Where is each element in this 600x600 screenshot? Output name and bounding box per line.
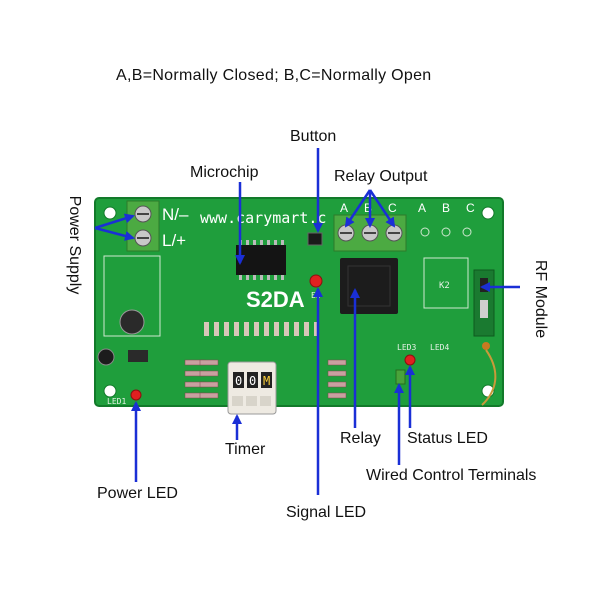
timer-digit-3: M	[263, 374, 270, 388]
terminal-c-label: C	[388, 201, 397, 215]
e2-label: E2	[311, 291, 321, 300]
power-section-outline	[103, 255, 161, 337]
relay-outline	[347, 265, 391, 307]
annotation-arrows	[94, 148, 520, 495]
timer-dip	[227, 361, 277, 415]
signal-led-label: Signal LED	[286, 504, 367, 521]
relay-output-arrow-a	[344, 189, 372, 228]
rf-antenna-wire	[481, 349, 497, 406]
terminal-b-label: B	[364, 201, 372, 215]
relay-output-arrow-c	[368, 189, 396, 228]
k2-abc-a: A	[418, 201, 426, 215]
k2-label: K2	[439, 281, 450, 291]
terminal-a-label: A	[340, 201, 348, 215]
contact-legend: A,B=Normally Closed; B,C=Normally Open	[116, 67, 432, 84]
bridge-component	[128, 350, 148, 362]
power-supply-arrow-n	[94, 213, 135, 230]
wired-control-terminal	[395, 369, 406, 385]
resistor-column-left	[184, 359, 219, 399]
mounting-hole	[103, 384, 117, 398]
power-led-label: Power LED	[97, 485, 178, 502]
resistor-column-right	[327, 359, 347, 399]
power-supply-label: Power Supply	[66, 195, 83, 295]
terminal-l-label: L/+	[162, 231, 186, 250]
board-model: S2DA	[246, 287, 305, 312]
mounting-hole	[481, 206, 495, 220]
status-led	[404, 354, 416, 366]
microchip	[236, 240, 286, 280]
led4-label: LED4	[430, 343, 449, 352]
button-label: Button	[290, 128, 337, 145]
board-website: www.carymart.c	[200, 209, 326, 227]
microchip-label: Microchip	[190, 164, 259, 181]
timer-label: Timer	[225, 441, 266, 458]
led1-label: LED1	[107, 397, 126, 406]
wired-control-terminals-label: Wired Control Terminals	[366, 467, 537, 484]
terminal-n-label: N/–	[162, 205, 189, 224]
signal-led	[309, 274, 323, 288]
led3-label: LED3	[397, 343, 416, 352]
power-terminal-block	[126, 200, 160, 252]
k2-abc-b: B	[442, 201, 450, 215]
push-button	[307, 232, 323, 246]
k2-footprint	[420, 227, 472, 309]
mounting-hole	[103, 206, 117, 220]
power-led	[130, 389, 142, 401]
timer-digit-1: 0	[235, 374, 242, 388]
capacitor-small	[97, 348, 115, 366]
k2-abc-c: C	[466, 201, 475, 215]
relay-output-label: Relay Output	[334, 168, 428, 185]
signal-led-row	[204, 322, 319, 336]
power-supply-arrow-l	[94, 226, 135, 241]
rf-module-label: RF Module	[532, 259, 549, 339]
relay-label: Relay	[340, 430, 381, 447]
timer-digit-2: 0	[249, 374, 256, 388]
status-led-label: Status LED	[407, 430, 488, 447]
capacitor	[119, 309, 145, 335]
